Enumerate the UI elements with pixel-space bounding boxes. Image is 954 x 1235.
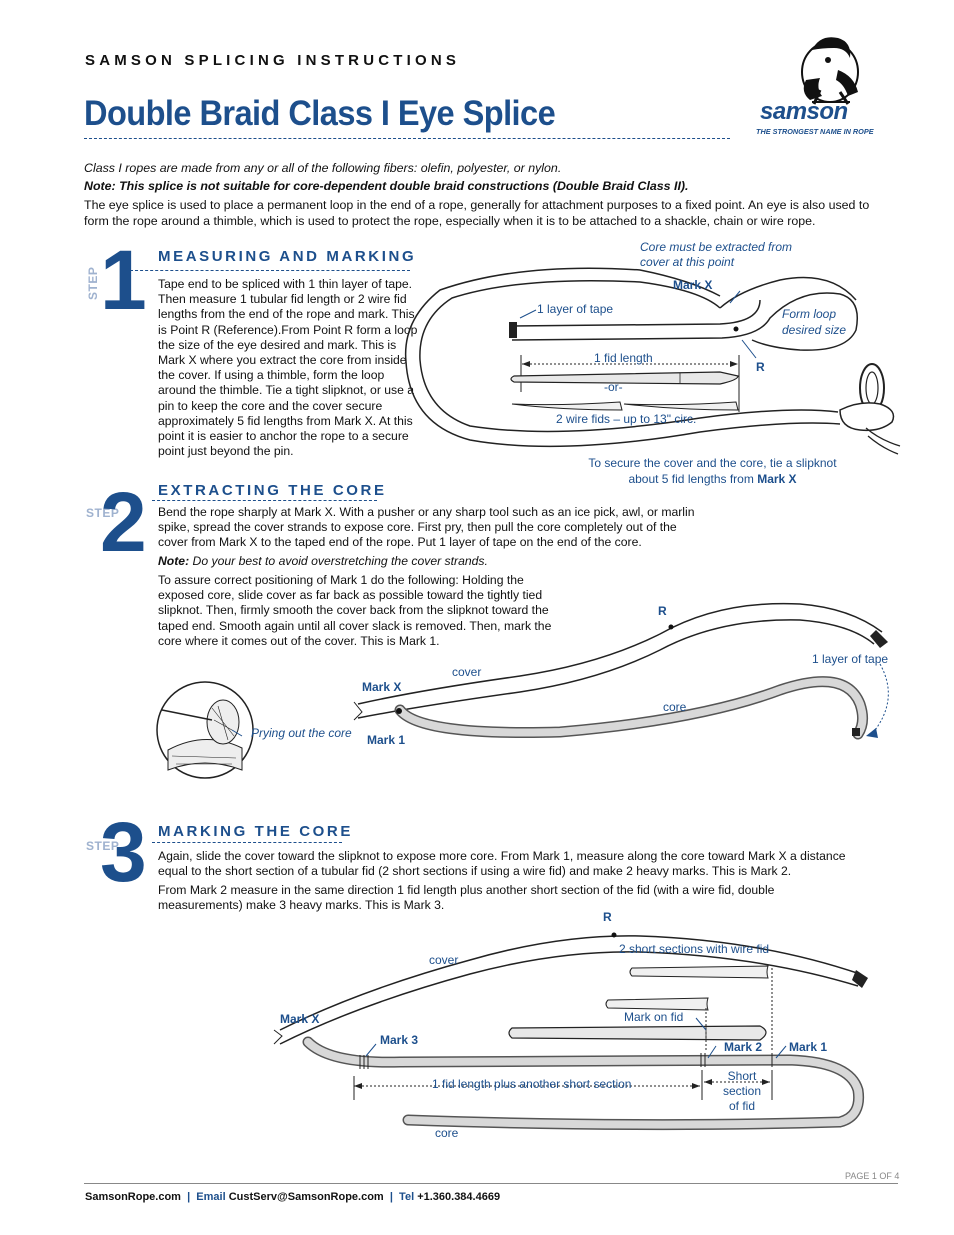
document-kicker: SAMSON SPLICING INSTRUCTIONS — [85, 52, 461, 69]
intro-note: Note: This splice is not suitable for co… — [84, 179, 689, 193]
step-2-text: Bend the rope sharply at Mark X. With a … — [158, 505, 695, 550]
step-3-mark-x: Mark X — [280, 1012, 320, 1026]
step-3-title: MARKING THE CORE — [158, 823, 353, 840]
step-3-number: 3 — [100, 805, 147, 899]
step-2-note-label: Note: — [158, 554, 190, 568]
step-3-cover-label: cover — [429, 953, 459, 967]
step-3-mark-1: Mark 1 — [789, 1040, 828, 1054]
step-2-rule — [152, 500, 377, 501]
footer-separator-2: | — [389, 1191, 393, 1203]
form-loop-label: Form loop desired size — [782, 307, 847, 337]
footer-tel[interactable]: +1.360.384.4669 — [417, 1191, 501, 1203]
footer-divider — [84, 1183, 898, 1184]
step-2-label: STEP — [86, 506, 120, 520]
step-2-cover-label: cover — [452, 665, 482, 679]
step-3-text: Again, slide the cover toward the slipkn… — [158, 849, 846, 879]
step-1-tape-label: 1 layer of tape — [537, 302, 614, 316]
step-2-tape-label: 1 layer of tape — [812, 652, 889, 666]
fid-plus-label: 1 fid length plus another short section — [432, 1077, 632, 1091]
logo-wordmark: samson — [760, 98, 848, 125]
step-3-text-2: From Mark 2 measure in the same directio… — [158, 883, 775, 913]
or-label: -or- — [604, 380, 623, 394]
step-2-text-2: To assure correct positioning of Mark 1 … — [158, 573, 552, 648]
two-short-sections-label: 2 short sections with wire fid — [619, 942, 770, 956]
fid-length-label: 1 fid length — [594, 351, 653, 365]
samson-logo: samson THE STRONGEST NAME IN ROPE — [750, 30, 905, 142]
footer-separator-1: | — [187, 1191, 191, 1203]
step-2-r-label: R — [658, 604, 667, 618]
page-number: PAGE 1 OF 4 — [845, 1171, 900, 1181]
step-1-mark-x: Mark X — [673, 278, 713, 292]
mark-on-fid-label: Mark on fid — [624, 1010, 684, 1024]
core-extraction-note: Core must be extracted from cover at thi… — [640, 240, 793, 269]
step-3-label: STEP — [86, 839, 120, 853]
slipknot-note-text: To secure the cover and the core, tie a … — [588, 456, 837, 486]
wire-fids-label: 2 wire fids – up to 13" circ. — [556, 412, 697, 426]
step-2-mark-x: Mark X — [362, 680, 402, 694]
intro-fibers: Class I ropes are made from any or all o… — [84, 161, 562, 175]
step-1-number: 1 — [100, 233, 147, 327]
step-1-r-label: R — [756, 360, 765, 374]
step-3-core-label: core — [435, 1126, 459, 1140]
page-title: Double Braid Class I Eye Splice — [84, 94, 556, 133]
slipknot-note: To secure the cover and the core, tie a … — [585, 455, 840, 487]
step-2-mark-1: Mark 1 — [367, 733, 406, 747]
mascot-illustration — [801, 37, 859, 105]
footer-contact: SamsonRope.com | Email CustServ@SamsonRo… — [85, 1191, 500, 1203]
footer-email[interactable]: CustServ@SamsonRope.com — [228, 1191, 384, 1203]
step-2-note-text: Do your best to avoid overstretching the… — [192, 554, 488, 568]
short-section-label: Short section of fid — [722, 1069, 762, 1113]
step-3-mark-3: Mark 3 — [380, 1033, 419, 1047]
step-2-number: 2 — [100, 475, 147, 569]
step-1-rule — [130, 270, 410, 271]
step-2-note: Note: Do your best to avoid overstretchi… — [158, 554, 698, 569]
title-divider — [84, 138, 730, 139]
step-2-title: EXTRACTING THE CORE — [158, 482, 387, 499]
footer-website[interactable]: SamsonRope.com — [85, 1191, 181, 1203]
step-1-text: Tape end to be spliced with 1 thin layer… — [158, 277, 418, 459]
footer-tel-label: Tel — [399, 1191, 415, 1203]
step-1-label: STEP — [86, 266, 100, 300]
intro-description: The eye splice is used to place a perman… — [84, 198, 870, 228]
step-3-r-label: R — [603, 910, 612, 924]
step-3-mark-2: Mark 2 — [724, 1040, 763, 1054]
footer-email-label: Email — [196, 1191, 226, 1203]
step-3-rule — [152, 842, 342, 843]
prying-label: Prying out the core — [251, 726, 352, 740]
slipknot-note-mark: Mark X — [757, 472, 797, 486]
logo-tagline: THE STRONGEST NAME IN ROPE — [756, 127, 874, 136]
step-1-title: MEASURING AND MARKING — [158, 248, 417, 265]
step-2-core-label: core — [663, 700, 687, 714]
